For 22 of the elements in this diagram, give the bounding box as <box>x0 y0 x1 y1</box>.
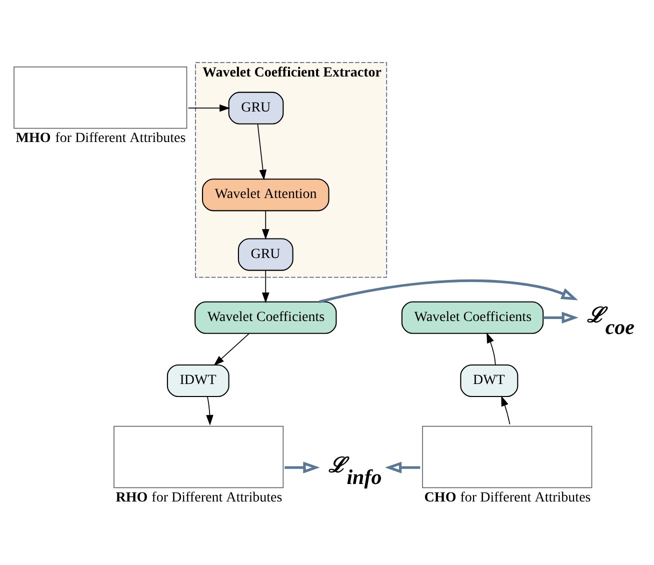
node-box: Wavelet Attention <box>202 178 330 211</box>
node-box: Wavelet Coefficients <box>401 300 544 334</box>
arrow <box>384 461 420 473</box>
arrow <box>206 396 214 426</box>
arrow <box>284 461 320 473</box>
node-box: IDWT <box>166 364 230 397</box>
node-box: Wavelet Coefficients <box>194 300 337 334</box>
arrow <box>262 270 270 303</box>
arrow <box>486 332 496 365</box>
arrow <box>262 210 270 240</box>
arrow <box>214 332 250 366</box>
node-box: DWT <box>460 364 518 397</box>
node-label: CHO for Different Attributes <box>424 490 591 506</box>
arrow <box>318 278 578 303</box>
arrow <box>543 311 578 323</box>
arrow <box>501 395 510 424</box>
arrow <box>188 104 230 112</box>
arrow <box>257 123 267 180</box>
node-label: RHO for Different Attributes <box>116 490 282 506</box>
node-box: GRU <box>228 91 284 124</box>
node-box: GRU <box>238 238 294 270</box>
node-label: MHO for Different Attributes <box>16 130 186 146</box>
